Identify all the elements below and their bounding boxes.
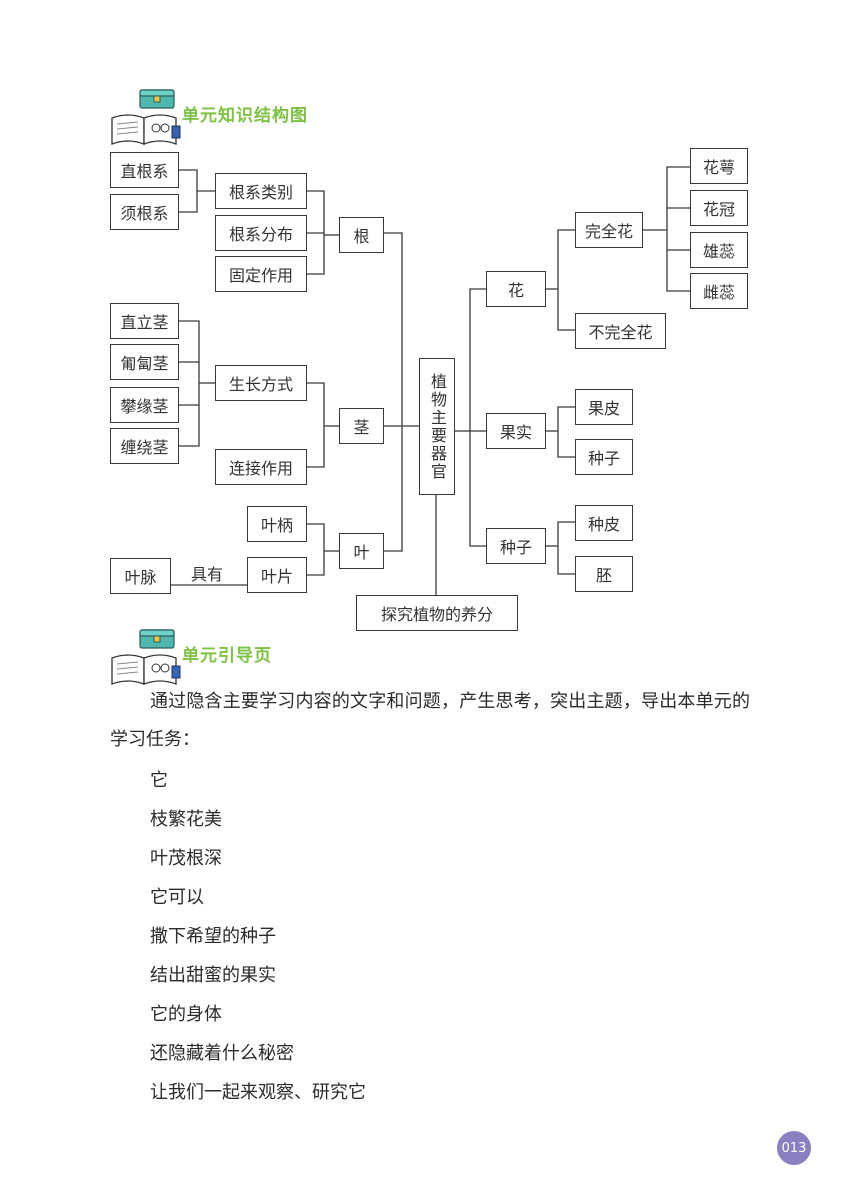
- node-incomplete-flower: 不完全花: [575, 313, 666, 349]
- poem-line: 它的身体: [150, 1004, 222, 1025]
- poem-line: 让我们一起来观察、研究它: [150, 1082, 366, 1103]
- node-fibrous-root: 须根系: [110, 194, 179, 230]
- node-stem: 茎: [339, 408, 384, 444]
- node-connecting-role: 连接作用: [215, 449, 307, 485]
- node-leaf-vein: 叶脉: [110, 558, 171, 594]
- poem-line: 撒下希望的种子: [150, 926, 276, 947]
- poem-line: 叶茂根深: [150, 848, 222, 869]
- edge-label-has: 具有: [191, 565, 224, 584]
- node-calyx: 花萼: [690, 148, 748, 184]
- node-root-fixing: 固定作用: [215, 256, 307, 292]
- node-petiole: 叶柄: [247, 506, 307, 542]
- node-explore-nutrients: 探究植物的养分: [356, 595, 518, 631]
- node-stamen: 雄蕊: [690, 232, 748, 268]
- node-embryo: 胚: [575, 556, 633, 592]
- node-climbing-stem: 攀缘茎: [110, 387, 179, 423]
- section-heading-structure: 单元知识结构图: [110, 88, 470, 145]
- page-number-badge: 013: [777, 1131, 811, 1165]
- section-title: 单元知识结构图: [182, 106, 308, 126]
- poem-line: 枝繁花美: [150, 809, 222, 830]
- node-fruit-peel: 果皮: [575, 389, 633, 425]
- node-seed: 种子: [486, 528, 546, 564]
- node-creeping-stem: 匍匐茎: [110, 344, 179, 380]
- intro-paragraph: 通过隐含主要学习内容的文字和问题，产生思考，突出主题，导出本单元的学习任务：: [110, 691, 750, 750]
- node-twining-stem: 缠绕茎: [110, 428, 179, 464]
- poem-line: 它可以: [150, 887, 204, 908]
- open-book-icon: [111, 89, 181, 145]
- node-fruit-seed: 种子: [575, 439, 633, 475]
- section-heading-intro: 单元引导页: [110, 628, 470, 685]
- node-root: 根: [339, 217, 384, 253]
- node-leaf-blade: 叶片: [247, 557, 307, 593]
- node-seed-coat: 种皮: [575, 505, 633, 541]
- node-fruit: 果实: [486, 413, 546, 449]
- node-main-organs: 植物主要器官: [419, 358, 455, 495]
- knowledge-structure-diagram: [171, 166, 690, 595]
- poem-line: 还隐藏着什么秘密: [150, 1043, 294, 1064]
- poem-line: 结出甜蜜的果实: [150, 965, 276, 986]
- node-taproot: 直根系: [110, 152, 179, 188]
- node-root-categories: 根系类别: [215, 173, 307, 209]
- node-corolla: 花冠: [690, 190, 748, 226]
- open-book-icon: [111, 629, 181, 685]
- node-root-distribution: 根系分布: [215, 215, 307, 251]
- node-flower: 花: [486, 271, 546, 307]
- poem-line: 它: [150, 770, 168, 791]
- node-complete-flower: 完全花: [575, 212, 643, 248]
- node-pistil: 雌蕊: [690, 273, 748, 309]
- section-title: 单元引导页: [182, 646, 272, 666]
- node-growth-mode: 生长方式: [215, 365, 307, 401]
- node-leaf: 叶: [339, 533, 384, 569]
- intro-poem: 它 枝繁花美 叶茂根深 它可以 撒下希望的种子 结出甜蜜的果实 它的身体 还隐藏…: [150, 761, 710, 1112]
- node-erect-stem: 直立茎: [110, 303, 179, 339]
